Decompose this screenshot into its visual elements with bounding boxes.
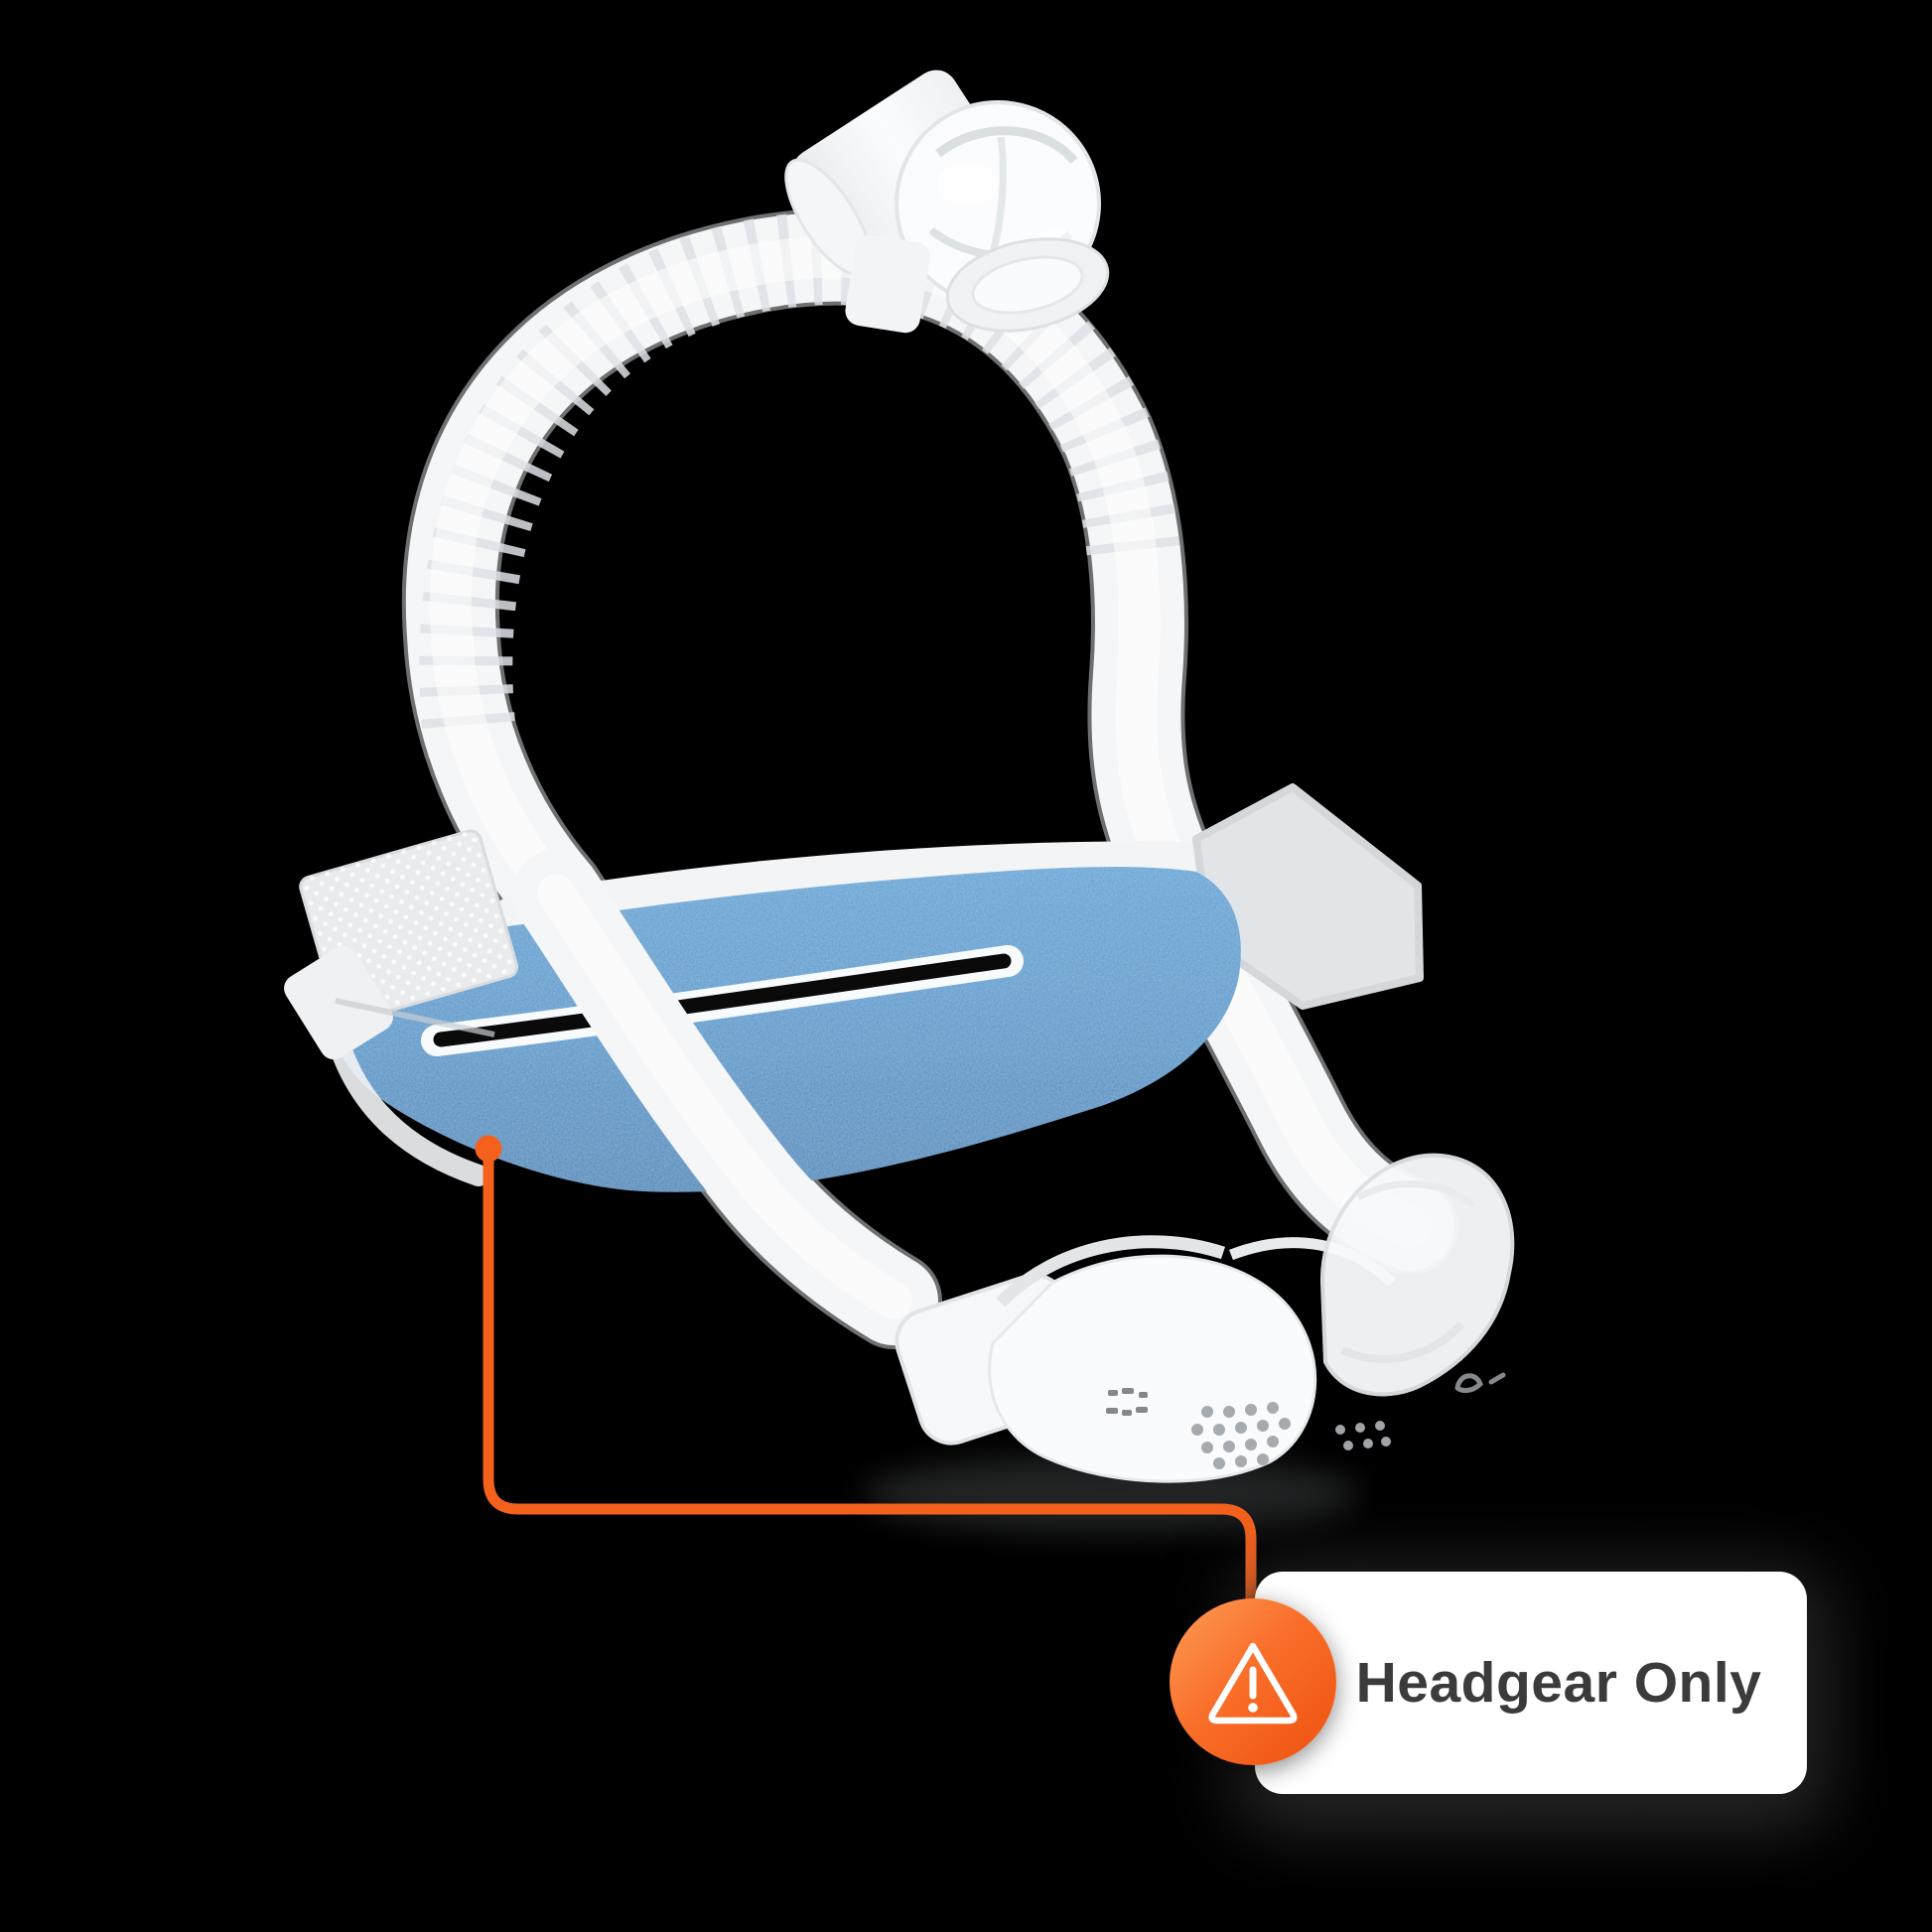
velcro-tab	[284, 829, 519, 1060]
callout	[475, 1135, 1257, 1634]
headgear-only-card: Headgear Only	[1255, 1572, 1807, 1794]
nasal-cradle	[895, 1153, 1515, 1483]
cushion-wings	[1319, 1153, 1515, 1397]
vent-holes	[1191, 1402, 1291, 1469]
molded-logo	[1454, 1372, 1506, 1393]
vent-holes-right	[1335, 1421, 1391, 1450]
warning-triangle-icon	[1208, 1642, 1298, 1725]
callout-label: Headgear Only	[1355, 1651, 1762, 1715]
frame-left-arm	[512, 850, 937, 1344]
callout-line	[483, 1143, 1257, 1634]
strap-slit	[433, 953, 1012, 1047]
elbow-connector	[784, 69, 1110, 334]
product-marking	[1106, 1388, 1148, 1416]
swivel-collar	[945, 237, 1110, 333]
top-strap-band	[492, 841, 1230, 942]
frame-clip	[845, 234, 930, 334]
warning-badge	[1170, 1598, 1336, 1765]
cushion-body	[988, 1254, 1317, 1483]
